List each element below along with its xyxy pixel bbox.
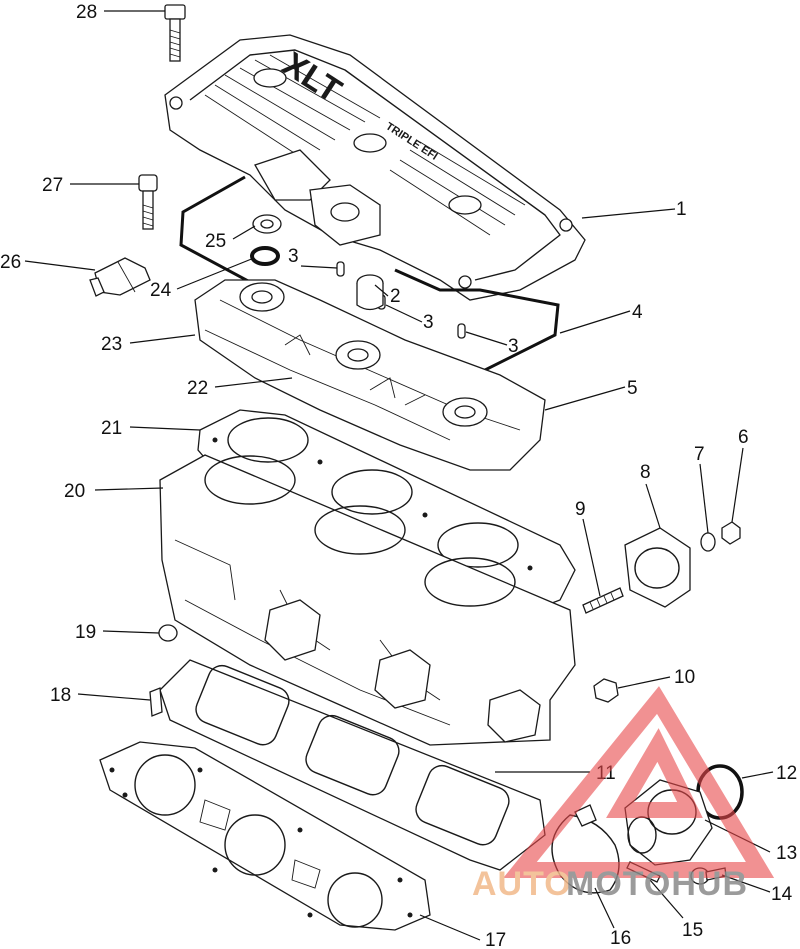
- callout-25: 25: [205, 231, 226, 252]
- callout-26: 26: [0, 252, 21, 273]
- callout-19: 19: [75, 622, 96, 643]
- callout-3-a: 3: [288, 246, 299, 267]
- callout-28: 28: [76, 2, 97, 23]
- hose-clamp-16: [551, 804, 620, 894]
- callout-8: 8: [640, 462, 651, 483]
- bolt-27: [138, 174, 158, 230]
- bolt-28: [164, 4, 186, 62]
- o-ring-24: [250, 246, 280, 266]
- base-gasket-11: [159, 659, 546, 871]
- callout-6: 6: [738, 427, 749, 448]
- callout-12: 12: [776, 763, 797, 784]
- callout-23: 23: [101, 334, 122, 355]
- dowel-pin-a: [336, 261, 345, 277]
- callout-13: 13: [776, 843, 797, 864]
- dowel-pin-c: [457, 323, 466, 339]
- leader-lines: [24, 10, 774, 941]
- watermark-left-text: AUTO: [472, 865, 572, 903]
- plug-19: [158, 624, 178, 642]
- callout-16: 16: [610, 928, 631, 949]
- spigot-2: [356, 274, 384, 311]
- callout-24: 24: [150, 280, 172, 301]
- callout-15: 15: [682, 920, 703, 941]
- callout-3-c: 3: [508, 336, 519, 357]
- callout-17: 17: [485, 930, 506, 949]
- callout-20: 20: [64, 481, 85, 502]
- washer-25: [252, 214, 282, 234]
- callout-22: 22: [187, 378, 208, 399]
- callout-27: 27: [42, 175, 63, 196]
- callout-10: 10: [674, 667, 695, 688]
- callout-3-b: 3: [423, 312, 434, 333]
- fitting-18: [149, 687, 163, 717]
- cylinder-block: [159, 454, 576, 746]
- watermark-triangle-logo: [503, 686, 775, 878]
- exhaust-gasket-17: [99, 741, 431, 931]
- callout-14: 14: [771, 884, 793, 905]
- temperature-sensor: [89, 257, 151, 297]
- callout-21: 21: [101, 418, 122, 439]
- watermark-right-text: MOTOHUB: [566, 865, 748, 903]
- callout-9: 9: [575, 499, 586, 520]
- washer-7: [700, 532, 716, 552]
- cylinder-head-cover: XLT TRIPLE EFI: [164, 34, 586, 301]
- watermark: AUTO MOTOHUB: [472, 686, 775, 903]
- stud-9: [582, 587, 624, 614]
- cover-plate-8: [624, 527, 691, 608]
- callout-5: 5: [627, 378, 638, 399]
- callout-7: 7: [694, 444, 705, 465]
- callout-18: 18: [50, 685, 71, 706]
- callout-2: 2: [390, 286, 401, 307]
- callout-1: 1: [676, 199, 687, 220]
- head-water-jacket: [194, 279, 546, 471]
- nut-6: [721, 521, 741, 545]
- callout-4: 4: [632, 302, 643, 323]
- nut-10: [593, 678, 619, 703]
